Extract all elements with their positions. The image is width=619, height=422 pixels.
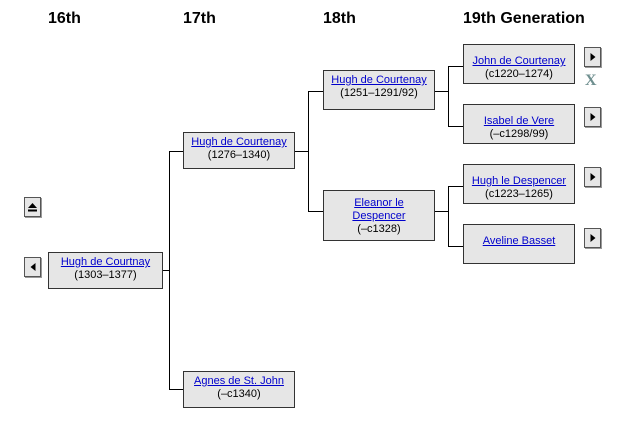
forward-button-isabel[interactable] <box>584 107 601 127</box>
connector-line <box>434 91 449 92</box>
forward-button-john[interactable] <box>584 47 601 67</box>
triangle-right-icon <box>590 173 595 181</box>
person-box-gen19-1: John de Courtenay (c1220–1274) <box>463 44 575 84</box>
person-box-gen19-4: Aveline Basset <box>463 224 575 264</box>
connector-line <box>448 66 449 127</box>
header-18th-generation: 18th <box>323 10 356 27</box>
connector-line <box>448 186 449 247</box>
connector-line <box>448 66 463 67</box>
person-link[interactable]: Aveline Basset <box>482 235 556 247</box>
person-box-gen19-3: Hugh le Despencer (c1223–1265) <box>463 164 575 204</box>
connector-line <box>308 211 323 212</box>
person-dates: (1251–1291/92) <box>340 87 418 99</box>
person-dates: (1276–1340) <box>207 149 271 161</box>
triangle-left-icon <box>30 263 35 271</box>
person-dates: (–c1340) <box>217 388 261 400</box>
connector-line <box>169 151 170 390</box>
person-link[interactable]: John de Courtenay <box>472 55 566 67</box>
connector-line <box>434 211 449 212</box>
person-link[interactable]: Hugh de Courtnay <box>60 256 151 268</box>
connector-line <box>294 151 309 152</box>
person-dates: (c1223–1265) <box>485 188 553 200</box>
person-box-gen17-father: Hugh de Courtenay (1276–1340) <box>183 132 295 169</box>
person-dates: (–c1328) <box>357 223 401 235</box>
header-16th-generation: 16th <box>48 10 81 27</box>
person-box-gen17-mother: Agnes de St. John (–c1340) <box>183 371 295 408</box>
person-box-gen16: Hugh de Courtnay (1303–1377) <box>48 252 163 289</box>
header-17th-generation: 17th <box>183 10 216 27</box>
person-dates: (c1220–1274) <box>485 68 553 80</box>
close-marker[interactable]: X <box>585 72 597 89</box>
person-dates: (1303–1377) <box>74 269 137 281</box>
triangle-right-icon <box>590 113 595 121</box>
back-button[interactable] <box>24 257 41 277</box>
connector-line <box>448 186 463 187</box>
person-link[interactable]: Hugh de Courtenay <box>331 74 427 86</box>
person-link[interactable]: Isabel de Vere <box>483 115 555 127</box>
connector-line <box>308 91 323 92</box>
connector-line <box>308 91 309 212</box>
connector-line <box>448 126 463 127</box>
person-link[interactable]: Eleanor le Despencer <box>352 197 406 222</box>
person-link[interactable]: Hugh de Courtenay <box>191 136 287 148</box>
person-link[interactable]: Agnes de St. John <box>194 375 284 387</box>
person-box-gen18-mother: Eleanor le Despencer (–c1328) <box>323 190 435 241</box>
person-box-gen18-father: Hugh de Courtenay (1251–1291/92) <box>323 70 435 110</box>
person-box-gen19-2: Isabel de Vere (–c1298/99) <box>463 104 575 144</box>
eject-icon <box>28 202 37 211</box>
connector-line <box>162 270 170 271</box>
header-19th-generation: 19th Generation <box>463 10 585 27</box>
triangle-right-icon <box>590 234 595 242</box>
connector-line <box>169 151 183 152</box>
connector-line <box>448 246 463 247</box>
triangle-right-icon <box>590 53 595 61</box>
forward-button-aveline[interactable] <box>584 228 601 248</box>
person-dates: (–c1298/99) <box>489 128 549 140</box>
person-link[interactable]: Hugh le Despencer <box>471 175 567 187</box>
forward-button-hugh-le-despencer[interactable] <box>584 167 601 187</box>
eject-button[interactable] <box>24 197 41 217</box>
connector-line <box>169 389 183 390</box>
